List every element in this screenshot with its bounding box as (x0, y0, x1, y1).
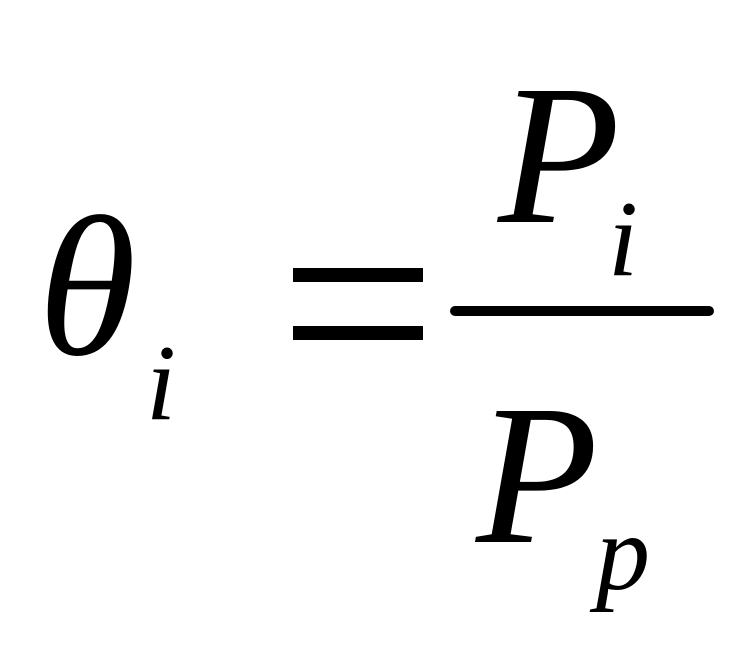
fraction-bar (450, 306, 714, 316)
lhs-theta-symbol: θ (38, 177, 137, 398)
equals-bar-bottom (293, 326, 423, 340)
numerator-subscript: i (608, 180, 639, 299)
denominator-subscript: p (596, 494, 650, 613)
lhs-subscript: i (146, 324, 177, 443)
numerator-symbol: P (498, 45, 621, 266)
denominator-symbol: P (476, 365, 599, 586)
equals-bar-top (293, 268, 423, 282)
equals-sign (293, 262, 423, 342)
